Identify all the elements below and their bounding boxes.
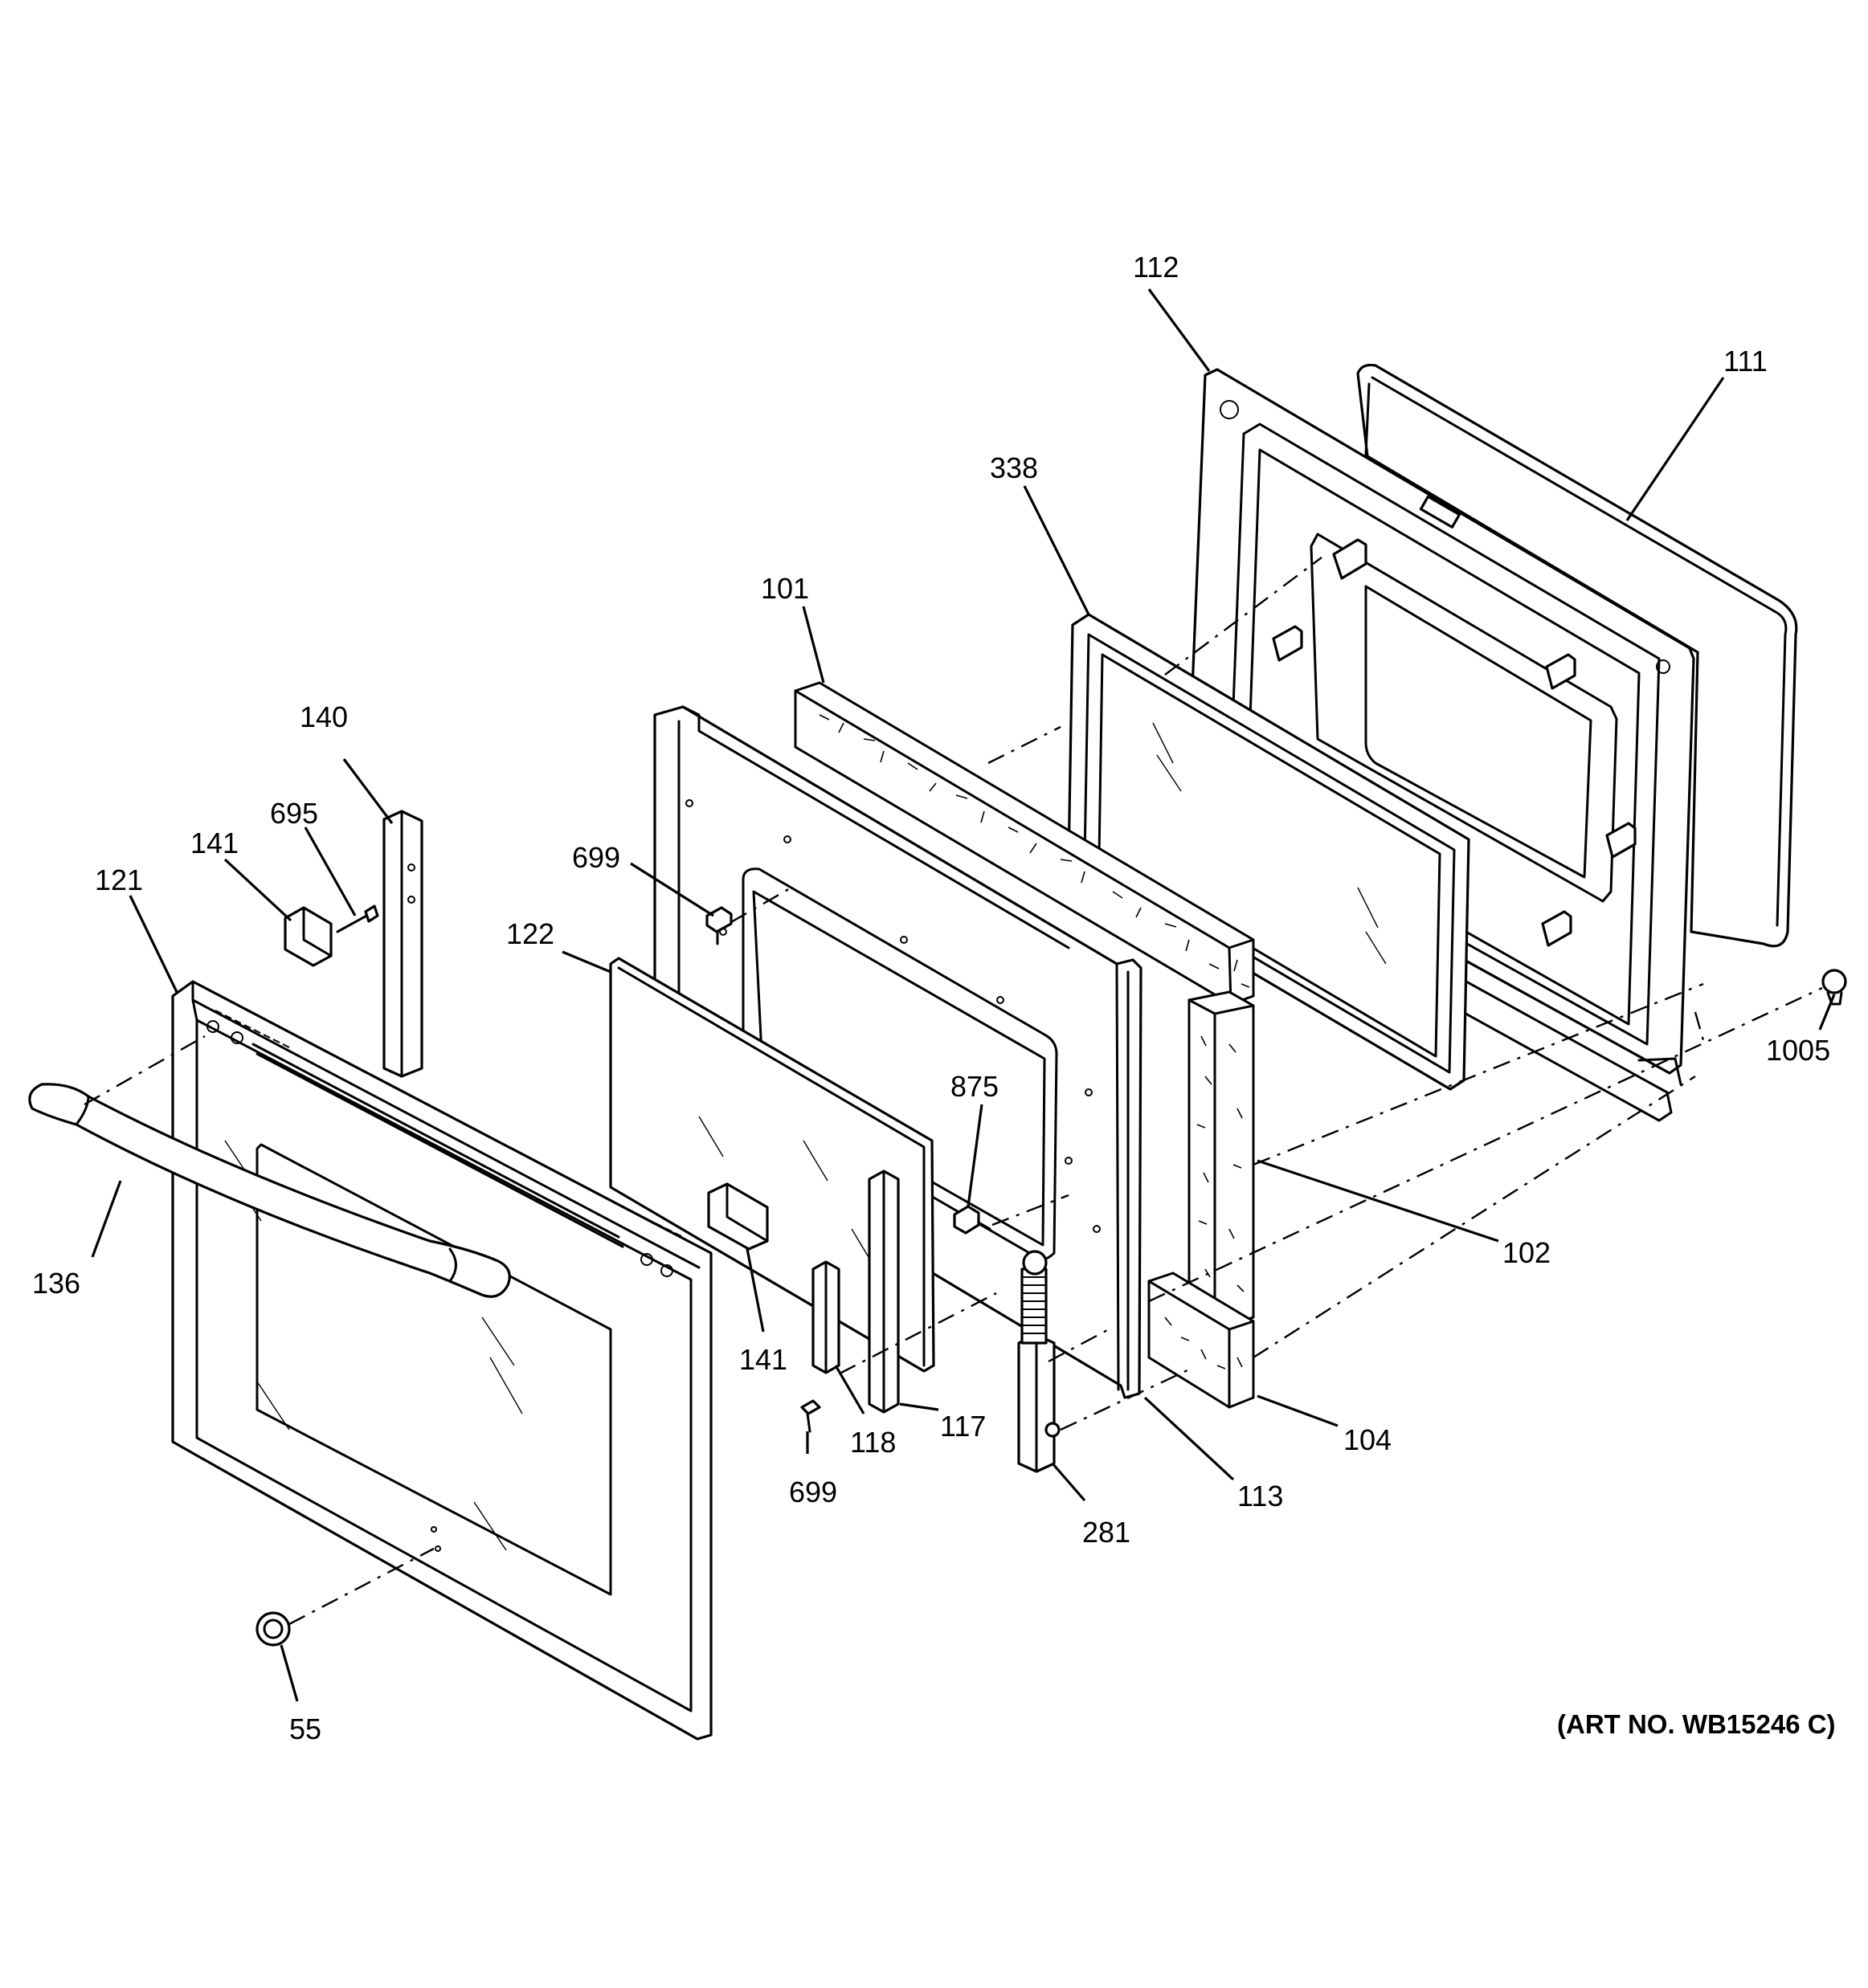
part-699-screw-upper [705,906,733,945]
label-117: 117 [940,1410,986,1443]
art-number: (ART NO. WB15246 C) [1557,1709,1836,1739]
part-112-rear-frame [1186,368,1695,1122]
part-699-screw-lower [800,1399,821,1433]
part-55-knob [255,1611,291,1647]
label-112: 112 [1133,251,1179,284]
part-118-hinge-channel [811,1260,840,1374]
label-338: 338 [990,451,1038,484]
label-122: 122 [506,917,554,950]
part-281-hinge [1017,1250,1061,1473]
label-121: 121 [95,863,143,896]
part-117-hinge-channel [868,1170,900,1414]
label-118: 118 [850,1426,896,1459]
label-102: 102 [1502,1236,1551,1269]
label-104: 104 [1343,1423,1392,1456]
label-140: 140 [300,700,348,733]
part-136-handle [28,1083,511,1298]
alignment-lines [84,557,1823,1626]
label-113: 113 [1237,1480,1283,1512]
label-136: 136 [32,1267,80,1300]
label-141-lower: 141 [739,1343,787,1376]
label-1005: 1005 [1766,1034,1830,1067]
label-695: 695 [270,797,318,830]
part-1005-bumper [1821,969,1847,1006]
part-101-top-insulation [794,681,1255,1006]
label-875: 875 [950,1070,999,1103]
part-141-bracket-top [284,906,333,967]
part-111-gasket [1356,363,1798,948]
part-122-door-glass [609,957,935,1373]
leader-lines [91,288,1836,1702]
part-141-bracket-lower [707,1182,769,1251]
part-labels: 112 111 338 101 140 695 141 121 699 122 … [32,251,1830,1745]
label-55: 55 [289,1712,321,1745]
part-695-screw [336,904,379,933]
part-104-bottom-insulation [1147,1272,1255,1409]
label-699-lower: 699 [789,1476,837,1508]
label-699-upper: 699 [572,841,620,874]
part-121-outer-door [171,980,713,1741]
label-141-top: 141 [190,827,239,859]
part-102-side-insulation [1187,990,1255,1331]
label-111: 111 [1723,345,1768,378]
label-281: 281 [1082,1516,1130,1549]
label-101: 101 [761,572,809,605]
part-140-channel [382,810,423,1078]
